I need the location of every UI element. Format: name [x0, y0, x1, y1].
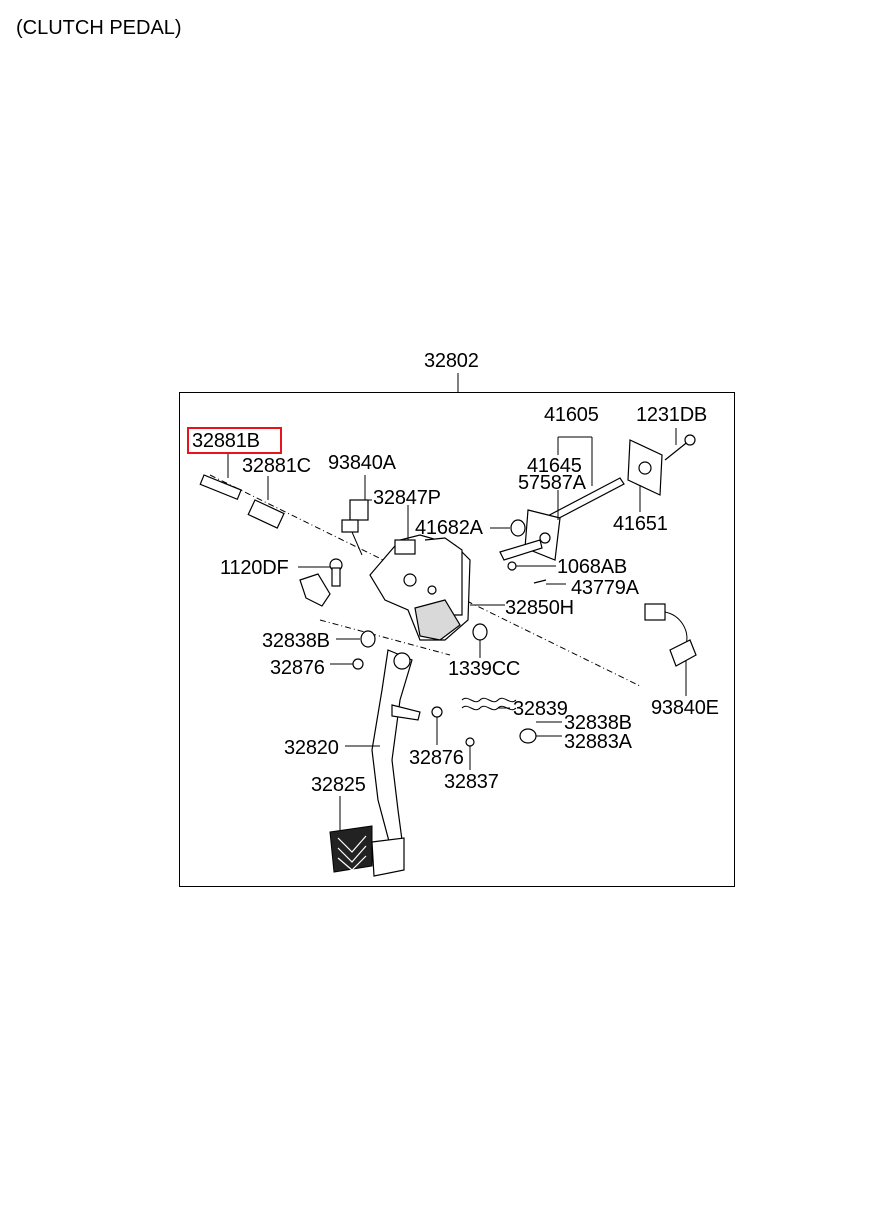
part-label-41605[interactable]: 41605 — [544, 404, 599, 426]
part-label-32881B[interactable]: 32881B — [192, 430, 260, 452]
pin-43779A-part — [533, 579, 566, 585]
part-label-41645[interactable]: 41645 — [527, 455, 582, 477]
stopper-32838B-bottom-part — [519, 721, 562, 744]
diagram-title: (CLUTCH PEDAL) — [16, 17, 182, 39]
spring-32839-part — [461, 697, 517, 711]
part-label-1339CC[interactable]: 1339CC — [448, 658, 521, 680]
bushing-41682A-part — [490, 519, 526, 537]
nut-1339CC-part — [472, 623, 488, 658]
nut-1068AB-part — [507, 561, 556, 571]
part-label-32850H[interactable]: 32850H — [505, 597, 574, 619]
sensor-93840E-part — [644, 603, 697, 696]
part-label-32839[interactable]: 32839 — [513, 698, 568, 720]
part-label-1120DF[interactable]: 1120DF — [220, 557, 289, 579]
part-label-32876-bottom[interactable]: 32876 — [409, 747, 464, 769]
rod-41605-part — [499, 436, 625, 561]
part-label-32876-top[interactable]: 32876 — [270, 657, 325, 679]
diagram-frame — [179, 392, 735, 887]
part-label-43779A[interactable]: 43779A — [571, 577, 639, 599]
pin-32881B-part — [199, 454, 242, 501]
bolt-1120DF-part — [298, 558, 343, 587]
washer-32876-bottom-part — [431, 706, 443, 745]
part-label-32881C[interactable]: 32881C — [242, 455, 311, 477]
part-label-32883A[interactable]: 32883A — [564, 731, 632, 753]
part-label-32837[interactable]: 32837 — [444, 771, 499, 793]
bushing-32838B-top-part — [336, 630, 376, 648]
bracket-32850H-part — [369, 505, 505, 641]
part-label-57587A[interactable]: 57587A — [518, 472, 586, 494]
bolt-1231DB-part — [664, 428, 696, 461]
clip-part — [299, 573, 331, 607]
part-label-41682A[interactable]: 41682A — [415, 517, 483, 539]
switch-93840A-part — [341, 475, 372, 556]
pedal-pad-32825-part — [329, 796, 405, 877]
part-label-32825[interactable]: 32825 — [311, 774, 366, 796]
assembly-number[interactable]: 32802 — [424, 350, 479, 372]
plate-41651-part — [627, 439, 663, 512]
part-label-1231DB[interactable]: 1231DB — [636, 404, 708, 426]
part-label-1068AB[interactable]: 1068AB — [557, 556, 627, 578]
bushing-32881C-part — [247, 476, 285, 529]
part-label-32838B-top[interactable]: 32838B — [262, 630, 330, 652]
clip-32837-part — [465, 737, 475, 770]
washer-32876-top-part — [330, 658, 364, 670]
part-label-32820[interactable]: 32820 — [284, 737, 339, 759]
part-label-32838B-bottom[interactable]: 32838B — [564, 712, 632, 734]
part-label-93840A[interactable]: 93840A — [328, 452, 396, 474]
part-label-93840E[interactable]: 93840E — [651, 697, 719, 719]
selected-part-highlight — [187, 427, 282, 454]
part-label-32847P[interactable]: 32847P — [373, 487, 441, 509]
part-label-41651[interactable]: 41651 — [613, 513, 668, 535]
